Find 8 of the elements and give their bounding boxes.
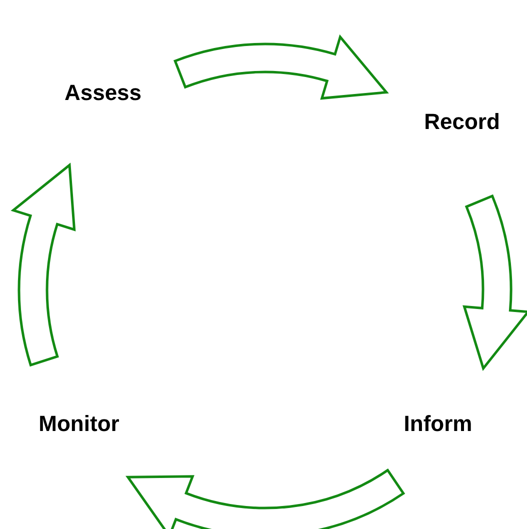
- curved-block-arrow: [126, 468, 405, 529]
- curved-block-arrow: [12, 164, 76, 366]
- curved-block-arrow: [463, 194, 527, 370]
- curved-block-arrow: [174, 36, 388, 100]
- cycle-step-label: Monitor: [38, 411, 120, 437]
- cycle-step-label: Inform: [404, 411, 472, 437]
- cycle-step-label: Assess: [64, 80, 142, 106]
- cycle-step-label: Record: [424, 109, 500, 135]
